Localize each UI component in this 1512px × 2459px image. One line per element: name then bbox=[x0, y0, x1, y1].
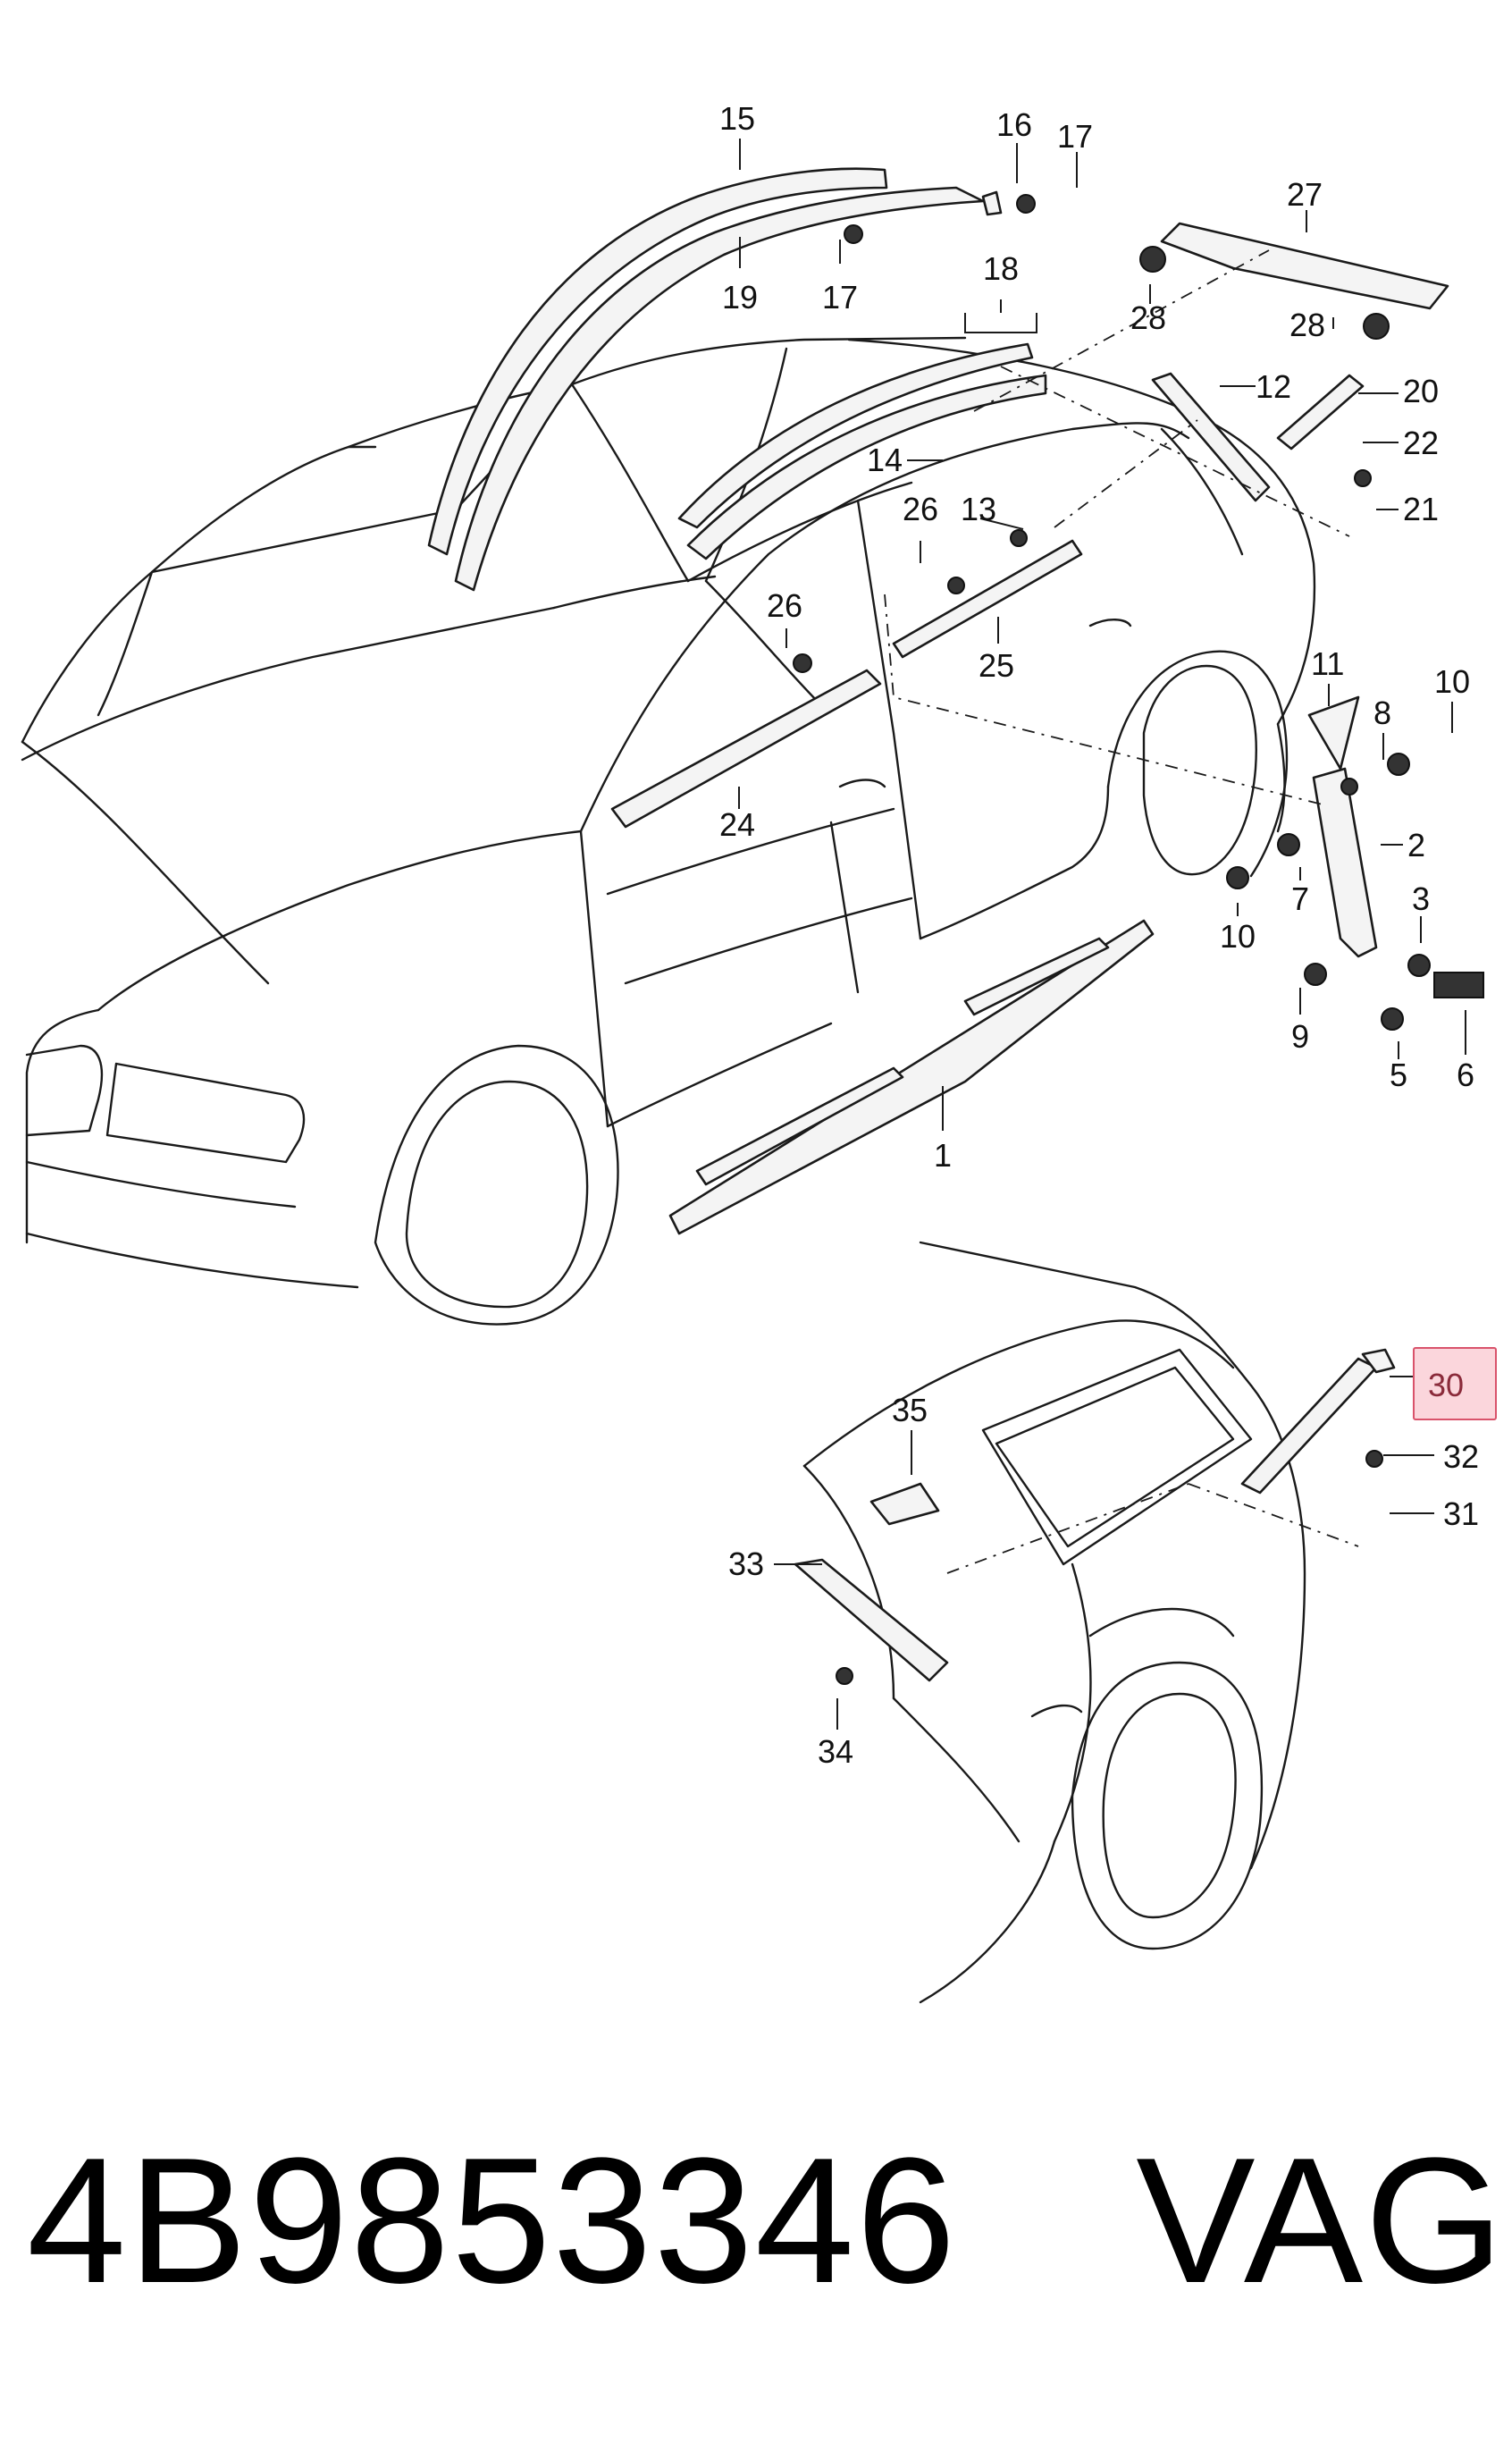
callout-11: 11 bbox=[1311, 645, 1344, 682]
callout-30: 30 bbox=[1428, 1367, 1464, 1403]
car-rear-view bbox=[802, 1241, 1306, 2004]
callout-6: 6 bbox=[1457, 1057, 1474, 1093]
callout-31: 31 bbox=[1443, 1495, 1479, 1532]
callout-28-left: 28 bbox=[1130, 299, 1166, 336]
trim-strip-20 bbox=[1276, 374, 1365, 451]
callout-12: 12 bbox=[1256, 368, 1291, 405]
callout-26-top: 26 bbox=[903, 491, 938, 527]
callout-5: 5 bbox=[1390, 1057, 1407, 1093]
clip-35 bbox=[869, 1482, 940, 1526]
callout-2: 2 bbox=[1407, 827, 1425, 863]
callout-10-top: 10 bbox=[1434, 663, 1470, 700]
rear-trim-strip bbox=[1240, 1348, 1396, 1495]
callout-15: 15 bbox=[719, 100, 755, 137]
callout-35: 35 bbox=[892, 1392, 928, 1428]
callout-17-top: 17 bbox=[1057, 118, 1093, 155]
callout-7: 7 bbox=[1291, 880, 1309, 917]
callout-25: 25 bbox=[979, 647, 1014, 684]
callout-24: 24 bbox=[719, 806, 755, 843]
rear-spoiler-molding bbox=[1160, 222, 1449, 310]
callout-16: 16 bbox=[996, 106, 1032, 143]
rear-pillar-trim bbox=[794, 1558, 949, 1682]
brand-name: VAG bbox=[1136, 2121, 1506, 2320]
callout-27: 27 bbox=[1287, 176, 1323, 213]
door-molding-front bbox=[610, 669, 882, 829]
callout-14: 14 bbox=[867, 442, 903, 478]
callout-28-right: 28 bbox=[1289, 307, 1325, 343]
fasteners bbox=[793, 194, 1484, 1685]
callout-9: 9 bbox=[1291, 1018, 1309, 1055]
callout-22: 22 bbox=[1403, 425, 1439, 461]
roof-molding-arch bbox=[427, 167, 1003, 592]
callout-19: 19 bbox=[722, 279, 758, 316]
part-number: 4B9853346 bbox=[27, 2121, 958, 2320]
reference-lines bbox=[884, 249, 1359, 1574]
sill-panel bbox=[668, 919, 1155, 1235]
pillar-trim bbox=[1307, 695, 1378, 958]
callout-34: 34 bbox=[818, 1733, 853, 1770]
callout-8: 8 bbox=[1373, 695, 1391, 731]
door-molding-rear bbox=[892, 539, 1083, 659]
callout-3: 3 bbox=[1412, 880, 1430, 917]
callout-10-bottom: 10 bbox=[1220, 918, 1256, 955]
callout-21: 21 bbox=[1403, 491, 1439, 527]
callout-32: 32 bbox=[1443, 1438, 1479, 1475]
callout-1: 1 bbox=[934, 1137, 952, 1174]
part-number-footer: 4B9853346 VAG bbox=[27, 2118, 1504, 2324]
trim-strip-12 bbox=[1151, 372, 1271, 502]
callout-13: 13 bbox=[961, 491, 996, 527]
callout-26-left: 26 bbox=[767, 587, 802, 624]
callout-20: 20 bbox=[1403, 373, 1439, 409]
callout-33: 33 bbox=[728, 1545, 764, 1582]
car-front bbox=[21, 570, 619, 1326]
highlight-box-30 bbox=[1413, 1347, 1497, 1420]
callout-18: 18 bbox=[983, 250, 1019, 287]
car-body-upper bbox=[21, 336, 1316, 1244]
callout-17-mid: 17 bbox=[822, 279, 858, 316]
callout-labels: 15 16 17 19 17 27 28 28 18 12 20 22 21 1… bbox=[719, 100, 1479, 1770]
roof-rail-molding bbox=[677, 342, 1047, 560]
